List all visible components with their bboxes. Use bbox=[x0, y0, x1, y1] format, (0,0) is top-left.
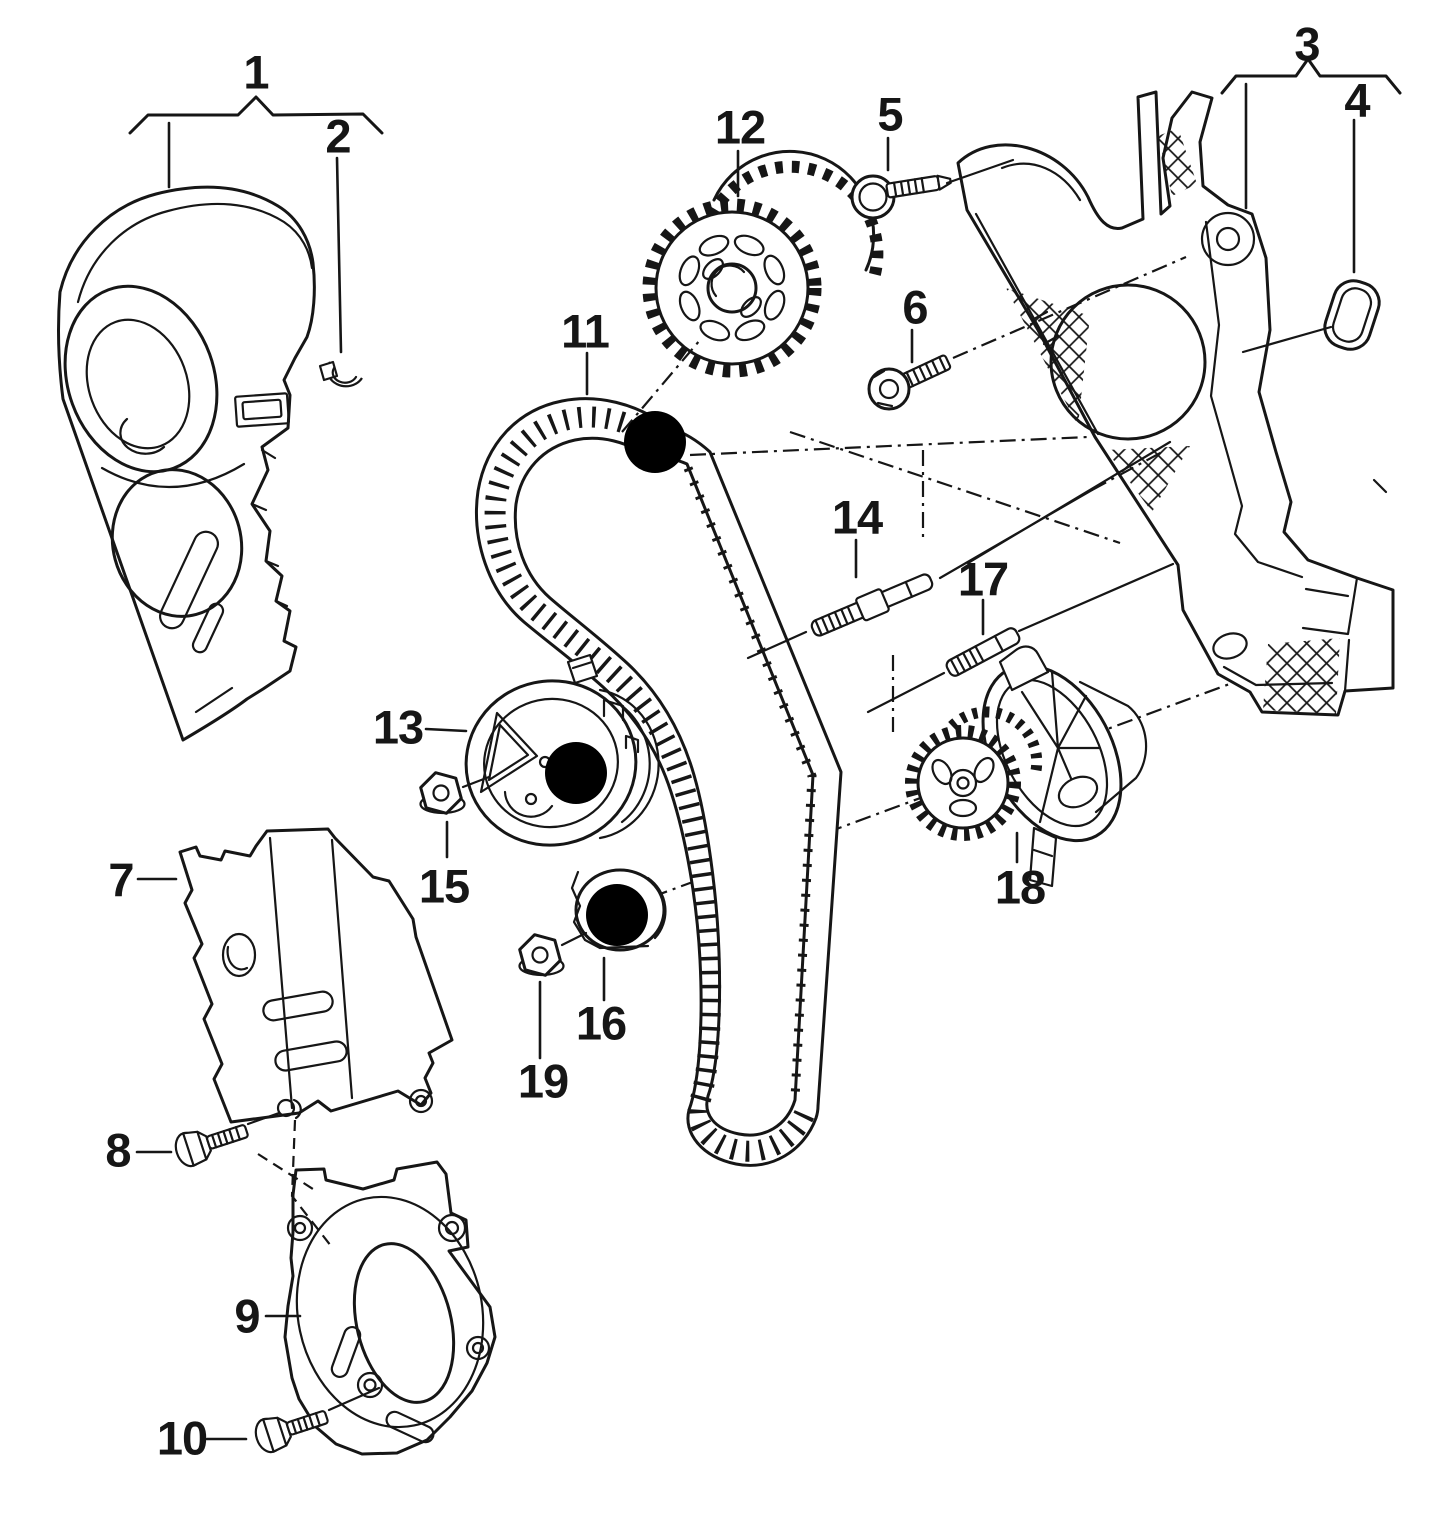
bolt-8 bbox=[174, 1124, 249, 1168]
position-markers bbox=[545, 411, 686, 946]
lower-cover-plate bbox=[283, 1160, 497, 1456]
stud-17 bbox=[945, 627, 1021, 677]
callout-16[interactable]: 16 bbox=[576, 997, 627, 1050]
upper-timing-cover bbox=[57, 185, 316, 742]
centre-cover-plate bbox=[178, 827, 454, 1124]
cover-opening bbox=[1049, 283, 1207, 441]
timing-mark-dot-2 bbox=[545, 742, 607, 804]
timing-belt bbox=[475, 397, 843, 1167]
callout-11[interactable]: 11 bbox=[561, 305, 610, 358]
rear-timing-cover bbox=[956, 90, 1395, 717]
camshaft-sprocket bbox=[642, 149, 884, 378]
tensioner-triangle bbox=[479, 711, 539, 794]
callout-15[interactable]: 15 bbox=[419, 860, 470, 913]
callout-2-leader bbox=[335, 156, 343, 354]
callout-3-brace bbox=[1220, 57, 1402, 95]
bolt-boss bbox=[1200, 211, 1256, 267]
callout-13-leader bbox=[424, 727, 468, 733]
callout-14[interactable]: 14 bbox=[832, 491, 884, 544]
callout-17[interactable]: 17 bbox=[958, 553, 1009, 606]
idler-nut bbox=[518, 933, 565, 977]
callout-18[interactable]: 18 bbox=[995, 861, 1046, 914]
tensioner-nut bbox=[419, 771, 466, 815]
callout-7[interactable]: 7 bbox=[108, 854, 134, 907]
timing-mark-dot-1 bbox=[624, 411, 686, 473]
callout-3[interactable]: 3 bbox=[1294, 18, 1320, 71]
pump-ear bbox=[998, 645, 1050, 692]
stud-14 bbox=[810, 573, 934, 637]
callout-9[interactable]: 9 bbox=[234, 1290, 260, 1343]
callout-6[interactable]: 6 bbox=[902, 281, 928, 334]
callout-5[interactable]: 5 bbox=[877, 88, 903, 141]
sealing-plug bbox=[1323, 279, 1381, 351]
bolt-5 bbox=[850, 174, 952, 220]
callout-2[interactable]: 2 bbox=[325, 110, 351, 163]
callout-1[interactable]: 1 bbox=[243, 46, 269, 99]
callout-1-brace bbox=[128, 95, 384, 135]
construction-lines bbox=[246, 158, 1388, 1412]
retaining-clip bbox=[318, 360, 363, 388]
pump-foot bbox=[1028, 826, 1058, 888]
pump-port bbox=[1057, 775, 1099, 809]
callout-13[interactable]: 13 bbox=[373, 701, 424, 754]
callout-10[interactable]: 10 bbox=[157, 1412, 208, 1465]
timing-mark-dot-3 bbox=[586, 884, 648, 946]
callout-19[interactable]: 19 bbox=[518, 1055, 569, 1108]
water-pump bbox=[905, 645, 1148, 888]
callout-12[interactable]: 12 bbox=[715, 101, 766, 154]
bolt-6 bbox=[867, 354, 952, 411]
callout-8[interactable]: 8 bbox=[105, 1124, 131, 1177]
bolt-10 bbox=[254, 1410, 329, 1454]
callout-4[interactable]: 4 bbox=[1344, 74, 1371, 127]
oval-hole bbox=[1212, 632, 1248, 660]
pump-gear bbox=[916, 736, 1010, 830]
